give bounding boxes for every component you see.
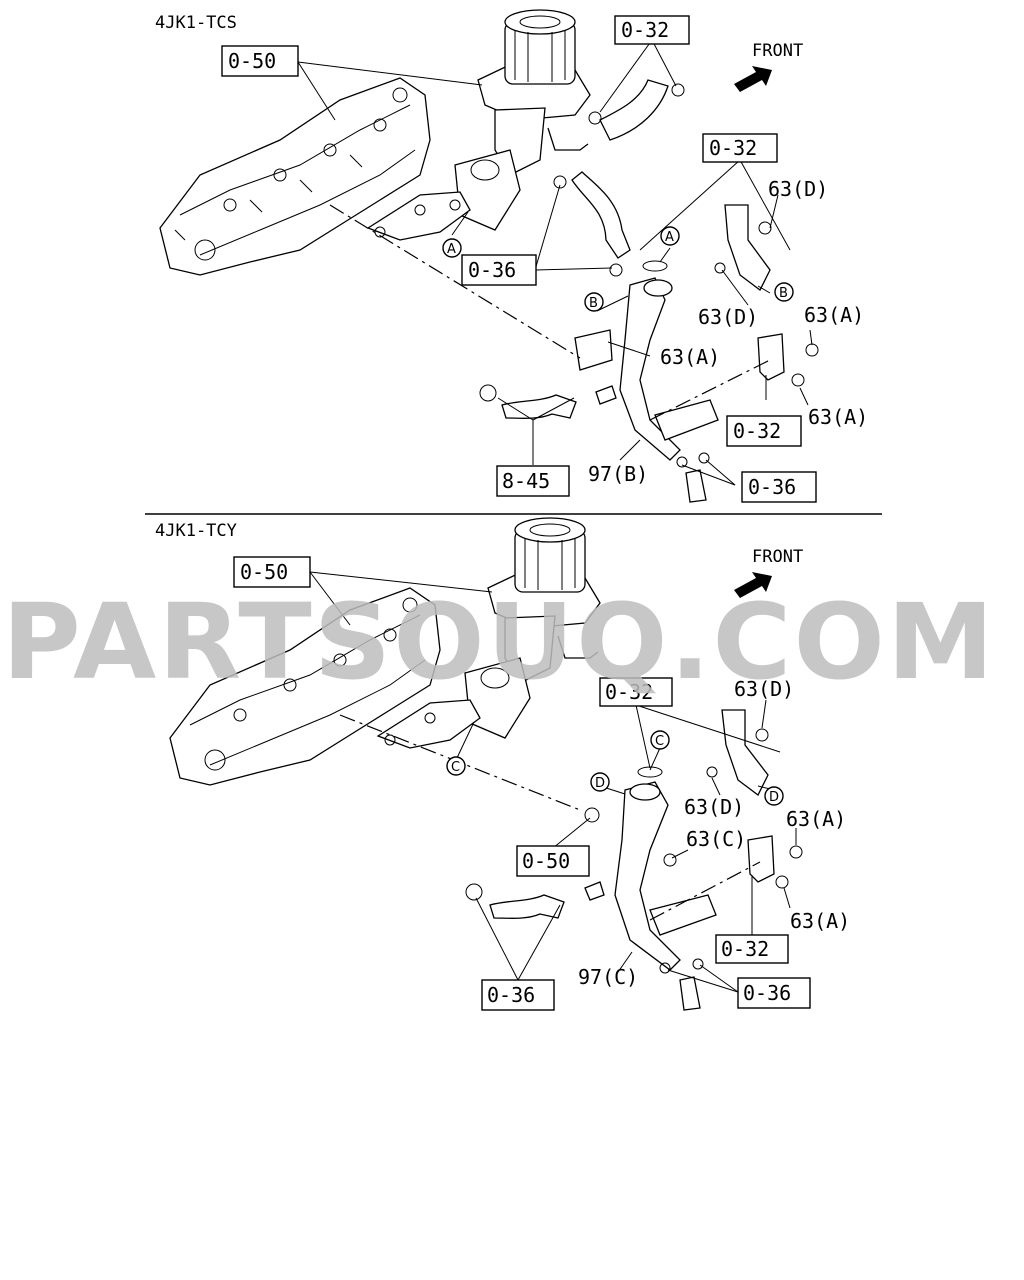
section-tcs: 4JK1-TCS FRONT — [155, 9, 868, 503]
ref-label: 0-50 — [228, 49, 276, 73]
ref-label: 0-32 — [721, 937, 769, 961]
ref-label: 0-32 — [621, 18, 669, 42]
front-label-tcy: FRONT — [752, 547, 803, 567]
ref-box — [614, 15, 690, 45]
ref-label: 0-36 — [748, 475, 796, 499]
ref-label: 0-36 — [468, 258, 516, 282]
egr-assembly-tcs — [366, 9, 591, 241]
callout-circle — [590, 772, 610, 792]
part-label: 63(D) — [734, 677, 794, 701]
ref-box — [221, 45, 299, 77]
part-label: 63(D) — [768, 177, 828, 201]
part-label: 63(C) — [686, 827, 746, 851]
ref-box — [702, 133, 778, 163]
leaders-tcy — [309, 571, 797, 993]
ref-label: 0-36 — [487, 983, 535, 1007]
part-label: 63(A) — [804, 303, 864, 327]
ref-box — [233, 556, 311, 588]
ref-label: 0-32 — [733, 419, 781, 443]
callout-circle — [650, 730, 670, 750]
part-label: 63(A) — [786, 807, 846, 831]
variant-label-tcy: 4JK1-TCY — [155, 521, 237, 541]
ref-box — [715, 934, 789, 964]
hose-lower-tcs — [501, 394, 577, 419]
ref-box — [461, 254, 537, 286]
pipe-97c — [614, 781, 681, 971]
hose-upper-tcs — [599, 79, 669, 141]
hose-lower-tcy — [489, 894, 565, 919]
ref-box — [741, 471, 817, 503]
hose-middle-tcs — [571, 171, 631, 259]
part-label: 97(B) — [588, 462, 648, 486]
callout-letter: A — [447, 242, 456, 257]
bracket-tcs — [724, 204, 771, 291]
part-label: 63(D) — [684, 795, 744, 819]
part-label: 63(A) — [808, 405, 868, 429]
callout-letter: D — [769, 790, 779, 805]
callout-circle — [774, 282, 794, 302]
egr-assembly-tcy — [376, 517, 601, 749]
leaders-tcs — [297, 39, 813, 486]
ref-box — [599, 677, 673, 707]
part-label: 63(D) — [698, 305, 758, 329]
callout-letter: C — [655, 734, 664, 749]
callout-letter: C — [451, 760, 460, 775]
ref-label: 0-36 — [743, 981, 791, 1005]
front-label-tcs: FRONT — [752, 41, 803, 61]
ref-box — [726, 415, 802, 447]
ref-label: 0-50 — [522, 849, 570, 873]
front-arrow-icon — [734, 66, 772, 92]
ref-box — [496, 465, 570, 497]
callout-letter: B — [779, 286, 788, 301]
ref-label: 0-50 — [240, 560, 288, 584]
exhaust-manifold-tcy — [169, 587, 441, 786]
ref-box — [737, 977, 811, 1009]
callout-letter: A — [665, 230, 674, 245]
ref-label: 0-32 — [605, 680, 653, 704]
section-tcy: 4JK1-TCY FRONT — [155, 517, 850, 1011]
ref-label: 0-32 — [709, 136, 757, 160]
ref-box — [516, 845, 590, 877]
watermark: PARTSOUQ.COM — [2, 581, 996, 703]
callout-circle — [584, 292, 604, 312]
ref-label: 8-45 — [502, 469, 550, 493]
callout-letter: B — [589, 296, 598, 311]
callout-circle — [660, 226, 680, 246]
part-label: 63(A) — [790, 909, 850, 933]
callout-letter: D — [595, 776, 605, 791]
bracket-tcy — [721, 709, 769, 796]
callout-circle — [442, 238, 462, 258]
variant-label-tcs: 4JK1-TCS — [155, 13, 237, 33]
front-arrow-icon — [734, 572, 772, 598]
part-label: 97(C) — [578, 965, 638, 989]
exhaust-manifold-tcs — [159, 77, 431, 276]
callout-circle — [764, 786, 784, 806]
part-label: 63(A) — [660, 345, 720, 369]
ref-box — [481, 979, 555, 1011]
callout-circle — [446, 756, 466, 776]
